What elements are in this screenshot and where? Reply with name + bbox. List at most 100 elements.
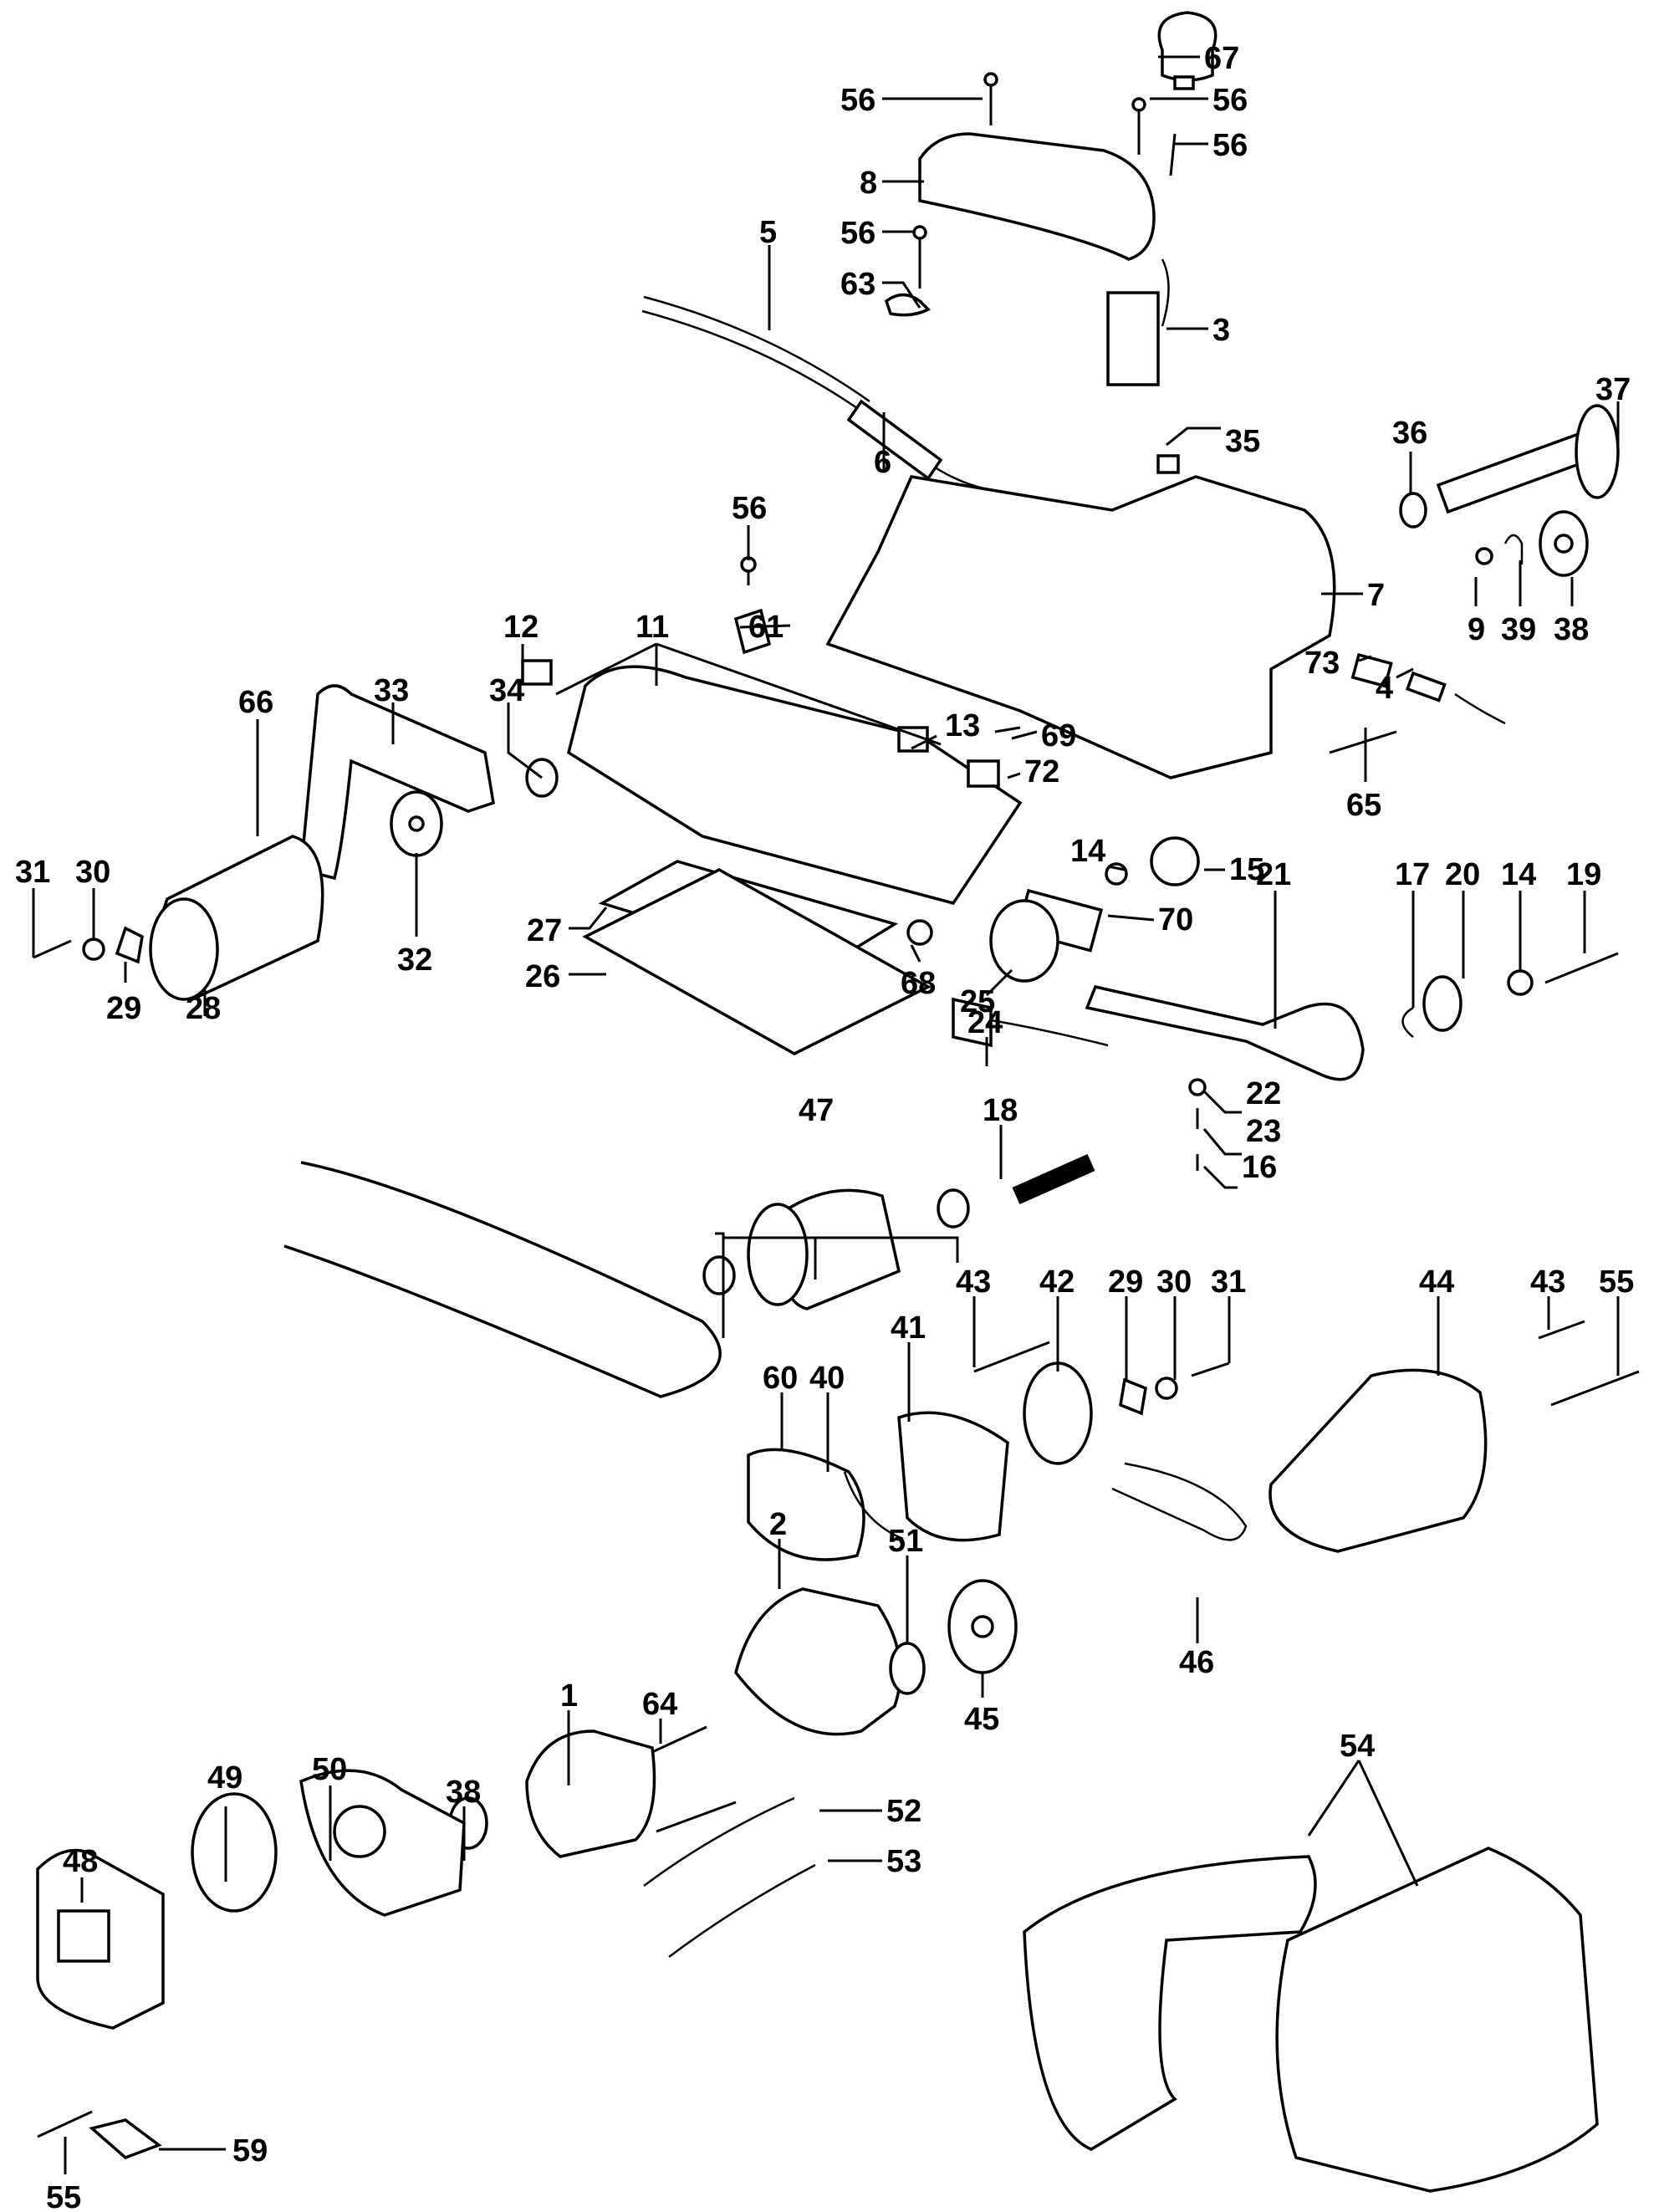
callout-38: 38 — [446, 1775, 481, 1810]
part-7-housing — [825, 475, 1336, 779]
part-73-brush-holder — [1350, 652, 1393, 688]
part-41-gearbox — [897, 1411, 1009, 1542]
part-47-roller — [702, 1188, 970, 1310]
callout-63: 63 — [840, 267, 875, 302]
callout-45: 45 — [964, 1702, 999, 1737]
part-69-72-screw-plate — [967, 726, 1021, 788]
callout-42: 42 — [1039, 1264, 1075, 1300]
callout-12: 12 — [503, 610, 539, 645]
callout-59: 59 — [232, 2133, 268, 2169]
part-44-motor-housing — [1268, 1368, 1488, 1553]
part-1-armature — [525, 1729, 656, 1858]
callout-56: 56 — [1212, 128, 1248, 163]
part-54-bag — [1023, 1847, 1599, 2193]
callout-56: 56 — [840, 216, 875, 251]
part-43-42-29-30-31 — [973, 1341, 1230, 1465]
callout-69: 69 — [1041, 718, 1076, 754]
part-2-stator — [734, 1587, 902, 1736]
part-43b-55-screws — [1538, 1320, 1640, 1407]
part-38-bearing — [1539, 510, 1589, 577]
part-36-washer — [1399, 492, 1427, 529]
callout-3: 3 — [1212, 313, 1230, 348]
callout-32: 32 — [397, 943, 432, 978]
part-37-gear-shaft — [1436, 404, 1620, 514]
part-33-arm — [299, 684, 495, 881]
callout-14: 14 — [1501, 857, 1536, 892]
part-11-platen — [566, 665, 1023, 906]
callout-18: 18 — [983, 1093, 1018, 1128]
callout-29: 29 — [1108, 1264, 1143, 1300]
callout-9: 9 — [1468, 612, 1485, 647]
part-48-cover — [36, 1848, 165, 2030]
callout-34: 34 — [489, 673, 524, 708]
part-68-nut — [906, 919, 933, 946]
callout-60: 60 — [763, 1361, 798, 1396]
part-40-cable — [843, 1471, 904, 1540]
part-67-knob — [1157, 11, 1217, 90]
callout-50: 50 — [312, 1752, 347, 1787]
part-50-end-cap — [299, 1769, 466, 1917]
callout-48: 48 — [63, 1844, 98, 1879]
callout-25: 25 — [960, 984, 995, 1019]
callout-47: 47 — [799, 1093, 834, 1128]
part-35-nut — [1156, 454, 1180, 474]
part-32-washer — [390, 790, 443, 857]
callout-46: 46 — [1179, 1645, 1214, 1680]
callout-70: 70 — [1158, 902, 1193, 937]
callout-43: 43 — [956, 1264, 991, 1300]
callout-43: 43 — [1530, 1264, 1565, 1300]
callout-22: 22 — [1246, 1076, 1281, 1111]
callout-19: 19 — [1566, 857, 1601, 892]
part-63-clamp — [884, 293, 931, 317]
callout-7: 7 — [1367, 578, 1385, 613]
callout-67: 67 — [1204, 41, 1239, 76]
callout-5: 5 — [759, 215, 777, 250]
callout-8: 8 — [860, 166, 877, 201]
callout-44: 44 — [1419, 1264, 1454, 1300]
part-27-26-plates — [582, 860, 932, 1055]
part-28-drum — [149, 835, 324, 1002]
callout-56: 56 — [732, 491, 767, 526]
callout-53: 53 — [886, 1844, 921, 1879]
callout-1: 1 — [560, 1678, 578, 1714]
callout-33: 33 — [374, 673, 409, 708]
callout-65: 65 — [1346, 788, 1381, 823]
callout-14: 14 — [1070, 834, 1105, 869]
callout-51: 51 — [888, 1524, 923, 1559]
callout-66: 66 — [238, 685, 273, 720]
callout-52: 52 — [886, 1794, 921, 1829]
part-24-latch — [952, 997, 1109, 1048]
callout-26: 26 — [525, 959, 560, 994]
sanding-belt — [283, 1161, 722, 1398]
callout-2: 2 — [769, 1507, 787, 1542]
callout-31: 31 — [1211, 1264, 1246, 1300]
part-31-30-29-fasteners — [33, 926, 144, 964]
part-9-39-clip — [1475, 534, 1524, 565]
callout-23: 23 — [1246, 1114, 1281, 1149]
part-3-switch — [1106, 258, 1170, 386]
callout-68: 68 — [901, 966, 936, 1001]
callout-73: 73 — [1304, 646, 1340, 681]
part-52-53-wires — [643, 1796, 816, 1959]
callout-41: 41 — [891, 1310, 926, 1346]
part-22-23-16-screws — [1188, 1078, 1207, 1171]
part-65-screw — [1329, 730, 1397, 754]
callout-35: 35 — [1225, 424, 1260, 459]
callout-36: 36 — [1392, 416, 1427, 451]
callout-31: 31 — [15, 855, 50, 890]
callout-56: 56 — [1212, 83, 1248, 118]
part-25-spring — [989, 899, 1059, 983]
part-49-fan — [191, 1792, 278, 1913]
leader-lines — [32, 55, 1620, 2174]
callout-37: 37 — [1595, 372, 1631, 407]
part-8-handle — [918, 132, 1156, 261]
part-4-brush — [1405, 671, 1506, 725]
callout-15: 15 — [1229, 852, 1264, 887]
callout-11: 11 — [636, 610, 669, 645]
callout-55: 55 — [1599, 1264, 1634, 1300]
part-14-15-knob — [1105, 836, 1200, 886]
callout-24: 24 — [967, 1005, 1003, 1040]
part-45-gear — [947, 1579, 1018, 1674]
callout-27: 27 — [527, 913, 562, 948]
